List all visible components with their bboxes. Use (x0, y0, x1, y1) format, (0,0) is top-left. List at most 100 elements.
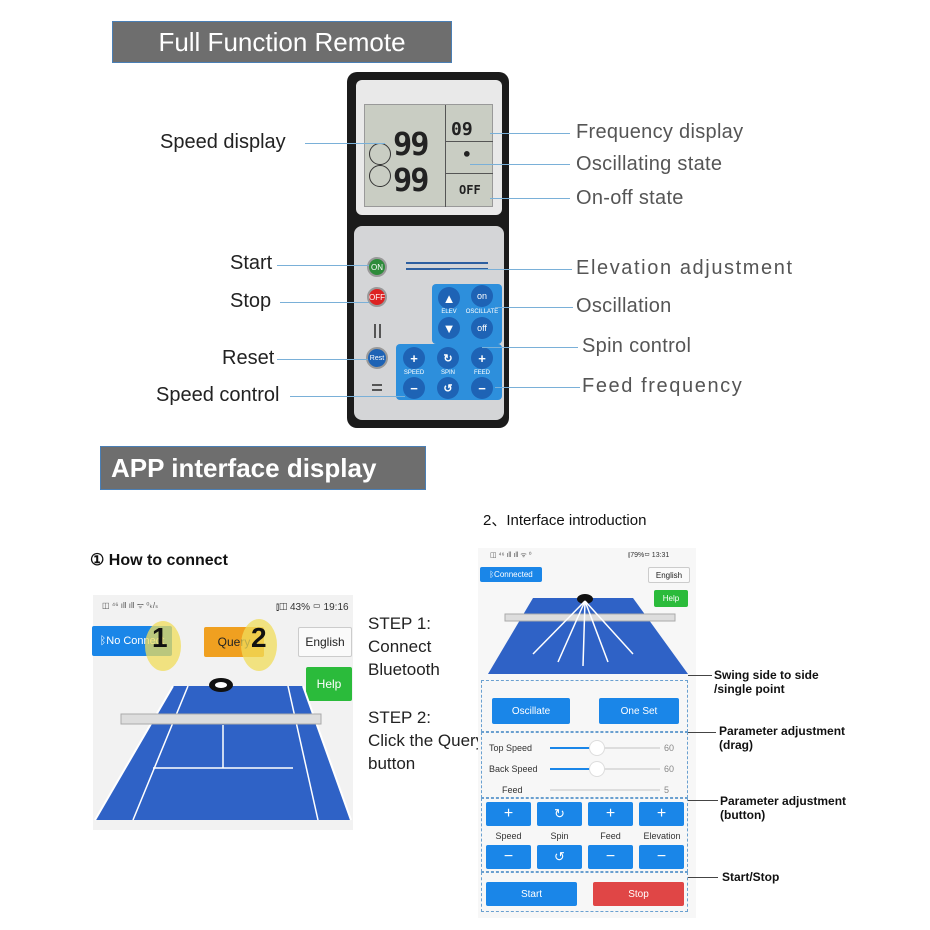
annotation-param-button: Parameter adjustment(button) (720, 794, 847, 822)
top-speed-value: 60 (664, 743, 675, 753)
back-speed-label: Back Speed (489, 764, 538, 774)
step-number-2: 2 (251, 622, 267, 653)
speed-key-label: SPEED (403, 370, 425, 376)
back-speed-value: 60 (664, 764, 675, 774)
label-elevation: Elevation adjustment (576, 257, 794, 279)
bluetooth-icon: ᛒ (99, 635, 107, 647)
label-oscillating: Oscillating state (576, 153, 723, 175)
label-oscillation: Oscillation (576, 295, 672, 317)
lcd-screen: 99 99 09 • OFF (364, 104, 493, 207)
feed-minus-app-button[interactable]: − (588, 845, 633, 869)
label-speed-display: Speed display (160, 131, 286, 153)
elevation-plus-app-button[interactable]: + (639, 802, 684, 826)
annotation-start-stop: Start/Stop (722, 870, 780, 884)
court-image (94, 678, 352, 821)
intro-english-button[interactable]: English (648, 567, 690, 583)
annotation-param-drag: Parameter adjustment(drag) (719, 724, 846, 752)
banner-app: APP interface display (100, 446, 426, 490)
col-label-feed: Feed (600, 831, 621, 841)
leader-line (688, 732, 716, 733)
connect-title: ① How to connect (90, 552, 228, 569)
feed-value: 5 (664, 785, 670, 795)
feed-key-label: FEED (473, 370, 490, 376)
intro-court-image (488, 594, 688, 674)
label-start: Start (230, 252, 273, 274)
speed-top-digits: 99 (393, 125, 430, 163)
spin-down-button[interactable]: ↺ (437, 377, 459, 399)
leader-line (688, 877, 718, 878)
col-label-speed: Speed (495, 831, 522, 841)
label-reset: Reset (222, 347, 275, 369)
speed-plus-button[interactable]: + (403, 347, 425, 369)
feed-plus-button[interactable]: + (471, 347, 493, 369)
top-speed-slider[interactable] (550, 747, 660, 749)
ball-icon (369, 165, 391, 187)
leader-line (688, 800, 718, 801)
leader-line (688, 675, 712, 676)
oscillate-label: OSCILLATE (465, 309, 499, 315)
feed-minus-button[interactable]: − (471, 377, 493, 399)
label-frequency: Frequency display (576, 121, 744, 143)
status-bar-left: ◫ ⁴⁶ ıll ıll ᯤ ⁰ₖ/ₛ (102, 601, 159, 610)
oscillate-on-button[interactable]: on (471, 285, 493, 307)
top-speed-label: Top Speed (489, 743, 533, 753)
elevation-up-button[interactable]: ▲ (438, 287, 460, 309)
oscillating-dot: • (462, 145, 472, 164)
label-feed: Feed frequency (582, 375, 744, 397)
label-onoff: On-off state (576, 187, 684, 209)
one-set-button[interactable]: One Set (599, 698, 679, 724)
speed-bottom-digits: 99 (393, 161, 430, 199)
col-label-spin: Spin (550, 831, 569, 841)
label-spin: Spin control (582, 335, 692, 357)
swing-section (481, 680, 688, 732)
speed-minus-button[interactable]: − (403, 377, 425, 399)
intro-help-button[interactable]: Help (654, 590, 688, 607)
spin-up-button[interactable]: ↻ (437, 347, 459, 369)
feed-slider[interactable] (550, 789, 660, 791)
label-stop: Stop (230, 290, 272, 312)
spin-down-app-button[interactable]: ↺ (537, 845, 582, 869)
onoff-digits: OFF (459, 183, 481, 197)
on-button[interactable]: ON (367, 257, 387, 277)
elevation-minus-app-button[interactable]: − (639, 845, 684, 869)
col-label-elevation: Elevation (643, 831, 681, 841)
bluetooth-icon: ᛒ (489, 570, 495, 579)
annotation-swing: Swing side to side/single point (714, 668, 819, 696)
button-section (481, 798, 688, 872)
reset-button[interactable]: Rest (366, 347, 388, 369)
banner-remote: Full Function Remote (112, 21, 452, 63)
ball-icon (369, 143, 391, 165)
spin-up-app-button[interactable]: ↻ (537, 802, 582, 826)
status-bar-right: ⫾◫ 43% ▭ 19:16 (276, 602, 349, 613)
highlight-2 (241, 619, 277, 671)
start-button[interactable]: Start (486, 882, 577, 906)
speed-minus-app-button[interactable]: − (486, 845, 531, 869)
english-button[interactable]: English (298, 627, 352, 657)
elevation-down-button[interactable]: ▼ (438, 317, 460, 339)
elev-label: ELEV (441, 309, 457, 315)
stop-button[interactable]: Stop (593, 882, 684, 906)
back-speed-thumb[interactable] (589, 761, 605, 777)
speed-plus-app-button[interactable]: + (486, 802, 531, 826)
step-number-1: 1 (152, 622, 168, 653)
help-button[interactable]: Help (306, 667, 352, 701)
feed-plus-app-button[interactable]: + (588, 802, 633, 826)
drag-section (481, 732, 688, 798)
label-speed-control: Speed control (156, 384, 280, 406)
feed-label: Feed (502, 785, 523, 795)
intro-title: 2、Interface introduction (483, 512, 647, 529)
off-button[interactable]: OFF (367, 287, 387, 307)
spin-key-label: SPIN (440, 370, 455, 376)
frequency-digits: 09 (451, 119, 473, 140)
oscillate-off-button[interactable]: off (471, 317, 493, 339)
start-stop-section (481, 872, 688, 912)
intro-status-left: ◫ ⁴⁶ ıll ıll ᯤ ⁰ (490, 552, 532, 559)
oscillate-button[interactable]: Oscillate (492, 698, 570, 724)
top-speed-thumb[interactable] (589, 740, 605, 756)
back-speed-slider[interactable] (550, 768, 660, 770)
highlight-1 (145, 621, 181, 671)
intro-status-right: ⫾79%▭ 13:31 (628, 552, 670, 559)
